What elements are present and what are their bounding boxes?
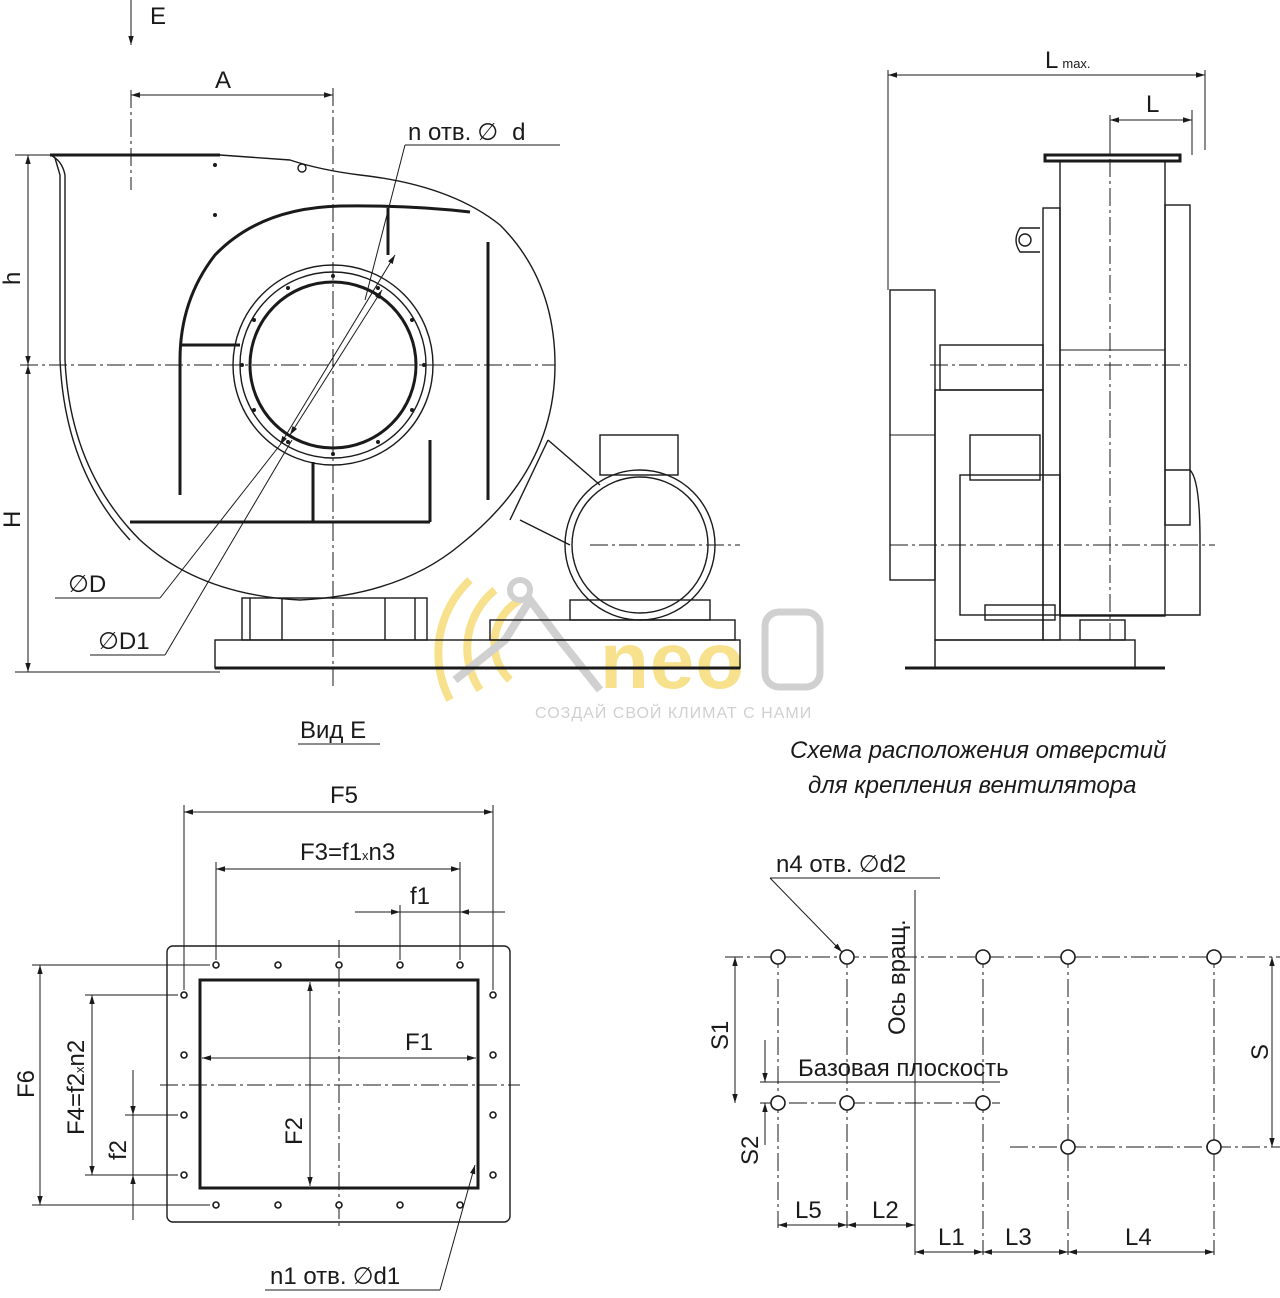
label-view-E: E (150, 3, 166, 30)
dim-D1: D1 (119, 628, 150, 655)
label-rotation-axis: Ось вращ. (884, 919, 911, 1035)
dim-F6: F6 (13, 1070, 40, 1098)
svg-text:F3=f1xn3: F3=f1xn3 (300, 839, 395, 866)
dim-d2: d2 (880, 851, 907, 878)
dim-L2: L2 (872, 1197, 899, 1224)
dim-H: H (0, 511, 26, 528)
fan-front-view: E A (0, 0, 741, 745)
caption-line2: для крепления вентилятора (808, 772, 1136, 799)
dim-F2: F2 (281, 1117, 308, 1145)
wm-signal-arcs-icon (490, 596, 523, 683)
dim-F4-x: x (72, 1066, 87, 1073)
dim-S1: S1 (707, 1021, 734, 1050)
svg-text:F4=f2xn2: F4=f2xn2 (63, 1040, 90, 1135)
dia-symbol-D1: ∅ (98, 628, 119, 655)
dim-L3: L3 (1005, 1224, 1032, 1251)
svg-text:n отв.∅d: n отв.∅ d (408, 119, 526, 146)
svg-text:n4 отв.∅d2: n4 отв.∅d2 (776, 851, 906, 878)
label-n1-holes: n1 отв. (270, 1263, 347, 1290)
wm-square-icon (761, 608, 824, 691)
dim-F4-n: n2 (63, 1040, 90, 1067)
dim-d: d (512, 119, 525, 146)
mounting-holes (770, 949, 1222, 1155)
dim-L5: L5 (795, 1197, 822, 1224)
dim-F4: F4=f2 (63, 1073, 90, 1135)
dim-F3: F3=f1 (300, 839, 362, 866)
dia-symbol-d2: ∅ (859, 851, 880, 878)
dim-F3-x: x (362, 848, 369, 863)
dim-L1: L1 (938, 1224, 965, 1251)
dim-f1: f1 (410, 883, 430, 910)
dim-Lmax-sub: max. (1062, 56, 1090, 71)
label-view-E-caption: Вид Е (300, 717, 366, 744)
flange-view: F5 F3=f1xn3 f1 F1 F2 F6 F4=f2xn2 f2 (13, 782, 520, 1291)
dim-D: D (89, 571, 106, 598)
dim-S: S (1247, 1044, 1274, 1060)
label-base-plane: Базовая плоскость (798, 1055, 1009, 1082)
dim-L: L (1146, 91, 1159, 118)
wm-tagline: СОЗДАЙ СВОЙ КЛИМАТ С НАМИ (535, 703, 812, 722)
dim-f2: f2 (105, 1140, 132, 1160)
svg-text:n1 отв.∅d1: n1 отв.∅d1 (270, 1263, 400, 1290)
dim-F3-n: n3 (369, 839, 396, 866)
dia-symbol-d: ∅ (477, 119, 498, 146)
mounting-holes-scheme: Схема расположения отверстий для креплен… (707, 737, 1280, 1255)
dim-F5: F5 (330, 782, 358, 809)
svg-text:∅D1: ∅D1 (98, 628, 150, 655)
wm-brand: neo (600, 616, 745, 705)
dim-Lmax: L (1045, 47, 1058, 74)
caption-line1: Схема расположения отверстий (790, 737, 1166, 764)
dim-h: h (0, 272, 26, 285)
dim-d1: d1 (374, 1263, 401, 1290)
label-n4-holes: n4 отв. (776, 851, 853, 878)
dim-F1: F1 (405, 1029, 433, 1056)
label-n-holes: n отв. (408, 119, 471, 146)
dim-S2: S2 (737, 1136, 764, 1165)
dim-A: A (215, 67, 231, 94)
dia-symbol-D: ∅ (68, 571, 89, 598)
dim-L4: L4 (1125, 1224, 1152, 1251)
flange-holes (180, 961, 497, 1209)
svg-text:∅D: ∅D (68, 571, 106, 598)
dia-symbol-d1: ∅ (353, 1263, 374, 1290)
watermark: neo СОЗДАЙ СВОЙ КЛИМАТ С НАМИ (434, 577, 824, 722)
